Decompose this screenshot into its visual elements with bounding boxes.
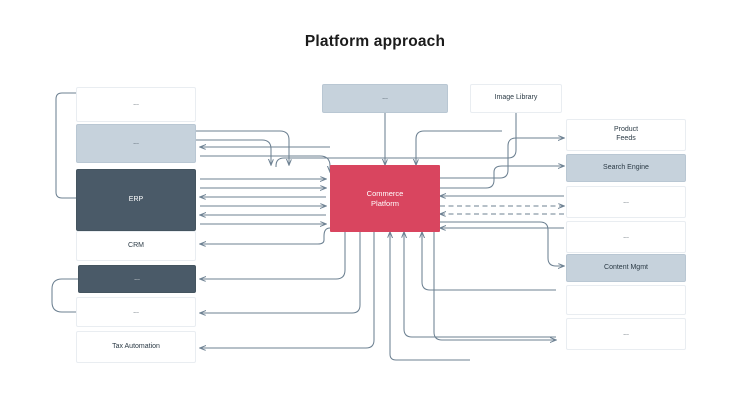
connector-center-to-crm [200,227,331,244]
left-node-tax-automation[interactable]: Tax Automation [76,331,196,363]
left-node-5[interactable]: ... [76,297,196,327]
connector-topright-elbow [416,130,502,165]
connector-center-to-tax [200,232,375,348]
left-node-erp[interactable]: ERP [76,169,196,231]
connector-r7-contentmgmt [440,221,564,266]
connector-rb1-to-center [422,232,556,291]
connector-l2-out [200,155,330,172]
connector-center-to-lower-dark [200,232,346,279]
left-node-0[interactable]: ... [76,87,196,122]
top-node-image-library[interactable]: Image Library [470,84,562,113]
left-node-4[interactable]: ... [78,265,196,293]
connector-rb2-to-center [404,232,556,338]
center-node-commerce-platform[interactable]: Commerce Platform [330,165,440,232]
connector-center-to-left-dots [200,232,361,313]
connector-rb3-to-center [390,232,470,361]
right-node-search-engine[interactable]: Search Engine [566,154,686,182]
connector-center-to-right-dots [433,232,556,340]
right-node-product-feeds[interactable]: Product Feeds [566,119,686,151]
right-node-5[interactable] [566,285,686,315]
left-node-crm[interactable]: CRM [76,231,196,261]
connector-topleft-elbow-1 [196,130,289,165]
right-node-content-mgmt[interactable]: Content Mgmt [566,254,686,282]
connector-topleft-elbow-2 [196,139,271,165]
right-node-2[interactable]: ... [566,186,686,218]
page-title: Platform approach [304,33,446,50]
left-node-1[interactable]: ... [76,124,196,163]
right-node-3[interactable]: ... [566,221,686,253]
connector-r1-productfeeds [440,138,564,179]
top-node-placeholder[interactable]: ... [322,84,448,113]
connector-image-library-path [275,113,517,167]
right-node-6[interactable]: ... [566,318,686,350]
connector-r2-searchengine [440,166,564,189]
